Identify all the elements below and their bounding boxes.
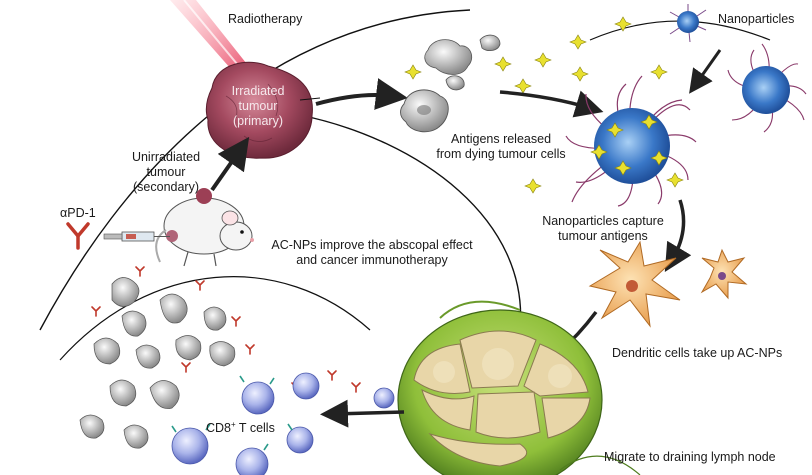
label-cd8-sup: + (231, 420, 236, 429)
label-acnp-effect: AC-NPs improve the abscopal effect and c… (262, 238, 482, 268)
label-irradiated-line1: Irradiated (231, 84, 285, 98)
label-irradiated-line3: (primary) (233, 114, 283, 128)
nanoparticle-medium (727, 43, 807, 133)
irradiated-tumour (205, 61, 313, 159)
label-antigens-released: Antigens released from dying tumour cell… (426, 132, 576, 162)
ac-nanoparticle (565, 75, 697, 207)
label-cd8-prefix: CD8 (206, 421, 232, 436)
antibody-icon (66, 222, 90, 250)
tumour-cells-cluster (79, 277, 236, 449)
arrow-mouse-to-tumour (210, 136, 250, 192)
arrow-tumour-to-antigens (315, 78, 408, 110)
label-antigens-line1: Antigens released (450, 132, 552, 146)
nanoparticle-small (669, 4, 707, 43)
label-radiotherapy: Radiotherapy (228, 12, 303, 26)
label-antigens-line2: from dying tumour cells (436, 147, 566, 161)
arrow-np-small (689, 49, 722, 94)
cycle-curve-left (59, 276, 371, 361)
label-apd1: αPD-1 (60, 206, 96, 220)
dendritic-cell-large (588, 240, 681, 328)
t-cells (171, 372, 395, 475)
antigens (404, 16, 668, 194)
lymph-node (397, 300, 603, 475)
label-unirradiated-line3: (secondary) (133, 180, 199, 194)
arrow-antigens-to-np (499, 90, 604, 118)
label-cd8-suffix: T cells (235, 421, 275, 436)
label-acnp-line1: AC-NPs improve the abscopal effect (271, 238, 473, 252)
label-dendritic-cells: Dendritic cells take up AC-NPs (612, 346, 783, 360)
label-nanoparticles: Nanoparticles (718, 12, 795, 26)
label-irradiated-line2: tumour (238, 99, 278, 113)
label-capture-line1: Nanoparticles capture (542, 214, 664, 228)
label-irradiated-tumour: Irradiated tumour (primary) (218, 84, 298, 129)
label-capture-line2: tumour antigens (558, 229, 648, 243)
syringe-icon (103, 231, 170, 242)
arrow-lymph-to-tcells (320, 399, 405, 428)
cycle-curve-inner (299, 114, 522, 331)
label-unirradiated-tumour: Unirradiated tumour (secondary) (118, 150, 214, 195)
label-unirradiated-line2: tumour (146, 165, 186, 179)
dying-tumour-cells (400, 34, 501, 133)
arrow-np-to-dc (664, 199, 692, 273)
mouse (155, 188, 254, 267)
label-migrate-lymph: Migrate to draining lymph node (604, 450, 776, 464)
label-unirradiated-line1: Unirradiated (131, 150, 201, 164)
dendritic-cell-small (700, 248, 748, 300)
label-cd8-tcells: CD8+ T cells (206, 417, 275, 436)
label-acnp-line2: and cancer immunotherapy (296, 253, 448, 267)
lymph-duct (559, 455, 641, 475)
cycle-curve-outer (39, 9, 471, 331)
tumour-label-leader (299, 97, 321, 101)
label-nanoparticles-capture: Nanoparticles capture tumour antigens (528, 214, 678, 244)
